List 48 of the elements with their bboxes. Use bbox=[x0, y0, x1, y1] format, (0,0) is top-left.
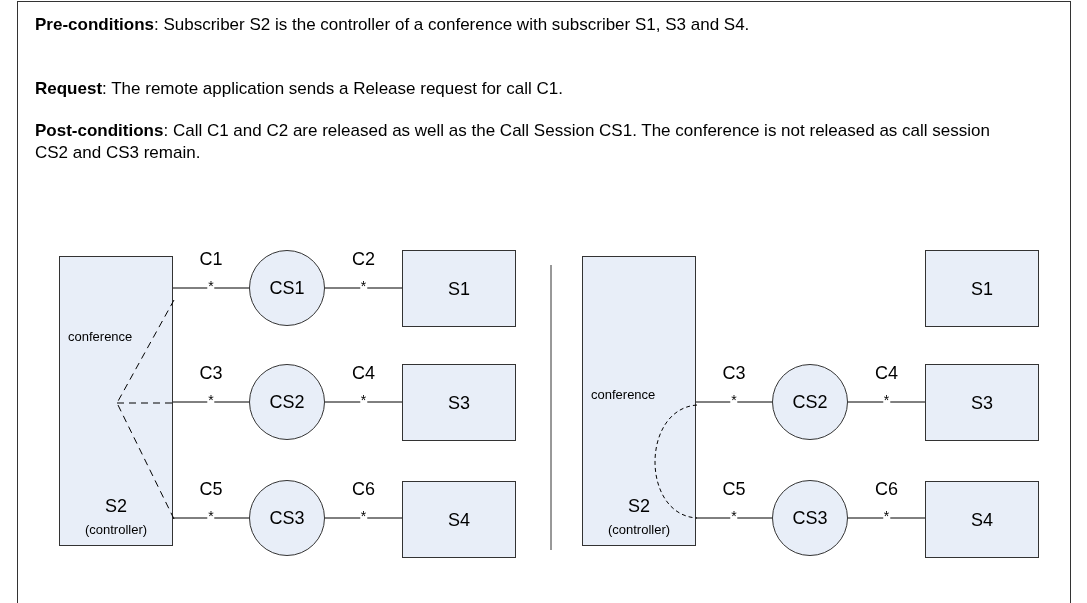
subscriber-box bbox=[402, 481, 516, 558]
edge-label: C1 bbox=[199, 248, 223, 270]
node-label: S2 bbox=[627, 495, 651, 517]
connector-line bbox=[172, 517, 250, 519]
node-label: S4 bbox=[971, 508, 993, 531]
node-label: CS2 bbox=[269, 391, 305, 413]
node-label: S3 bbox=[971, 391, 993, 414]
node-label: CS2 bbox=[792, 391, 828, 413]
node-label: (controller) bbox=[83, 522, 149, 538]
subscriber-box bbox=[402, 364, 516, 441]
node-label: S1 bbox=[971, 277, 993, 300]
node-label: CS3 bbox=[269, 507, 305, 529]
connector-line bbox=[847, 401, 926, 403]
node-label: (controller) bbox=[606, 522, 672, 538]
node-label: conference bbox=[68, 329, 133, 345]
subscriber-box bbox=[925, 250, 1039, 327]
edge-label: C3 bbox=[722, 362, 746, 384]
edge-label: C4 bbox=[875, 362, 898, 384]
edge-label: C5 bbox=[722, 478, 746, 500]
edge-label: C6 bbox=[875, 478, 898, 500]
connector-line bbox=[172, 287, 250, 289]
node-label: CS3 bbox=[792, 507, 828, 529]
node-label: S3 bbox=[448, 391, 470, 414]
edge-label: C6 bbox=[352, 478, 375, 500]
connector-line bbox=[695, 517, 773, 519]
paragraph: Pre-conditions: Subscriber S2 is the controller of a conference with subscriber S1, S3 and S4. bbox=[35, 14, 751, 36]
node-label: conference bbox=[591, 387, 656, 403]
edge-label: C2 bbox=[352, 248, 375, 270]
edge-label: C4 bbox=[352, 362, 375, 384]
paragraph: Post-conditions: Call C1 and C2 are released as well as the Call Session CS1. The conference is not released as call session CS2 and CS3 remain. bbox=[35, 120, 991, 164]
node-label: S4 bbox=[448, 508, 470, 531]
node-label: S2 bbox=[104, 495, 128, 517]
connector-line bbox=[847, 517, 926, 519]
paragraph: Request: The remote application sends a Release request for call C1. bbox=[35, 78, 564, 100]
subscriber-box bbox=[402, 250, 516, 327]
subscriber-box bbox=[925, 364, 1039, 441]
node-label: S1 bbox=[448, 277, 470, 300]
connector-line bbox=[324, 401, 403, 403]
connector-line bbox=[324, 287, 403, 289]
subscriber-box bbox=[59, 256, 173, 546]
connector-line bbox=[695, 401, 773, 403]
edge-label: C5 bbox=[199, 478, 223, 500]
connector-line bbox=[324, 517, 403, 519]
edge-label: C3 bbox=[199, 362, 223, 384]
subscriber-box bbox=[582, 256, 696, 546]
connector-line bbox=[172, 401, 250, 403]
node-label: CS1 bbox=[269, 277, 305, 299]
subscriber-box bbox=[925, 481, 1039, 558]
